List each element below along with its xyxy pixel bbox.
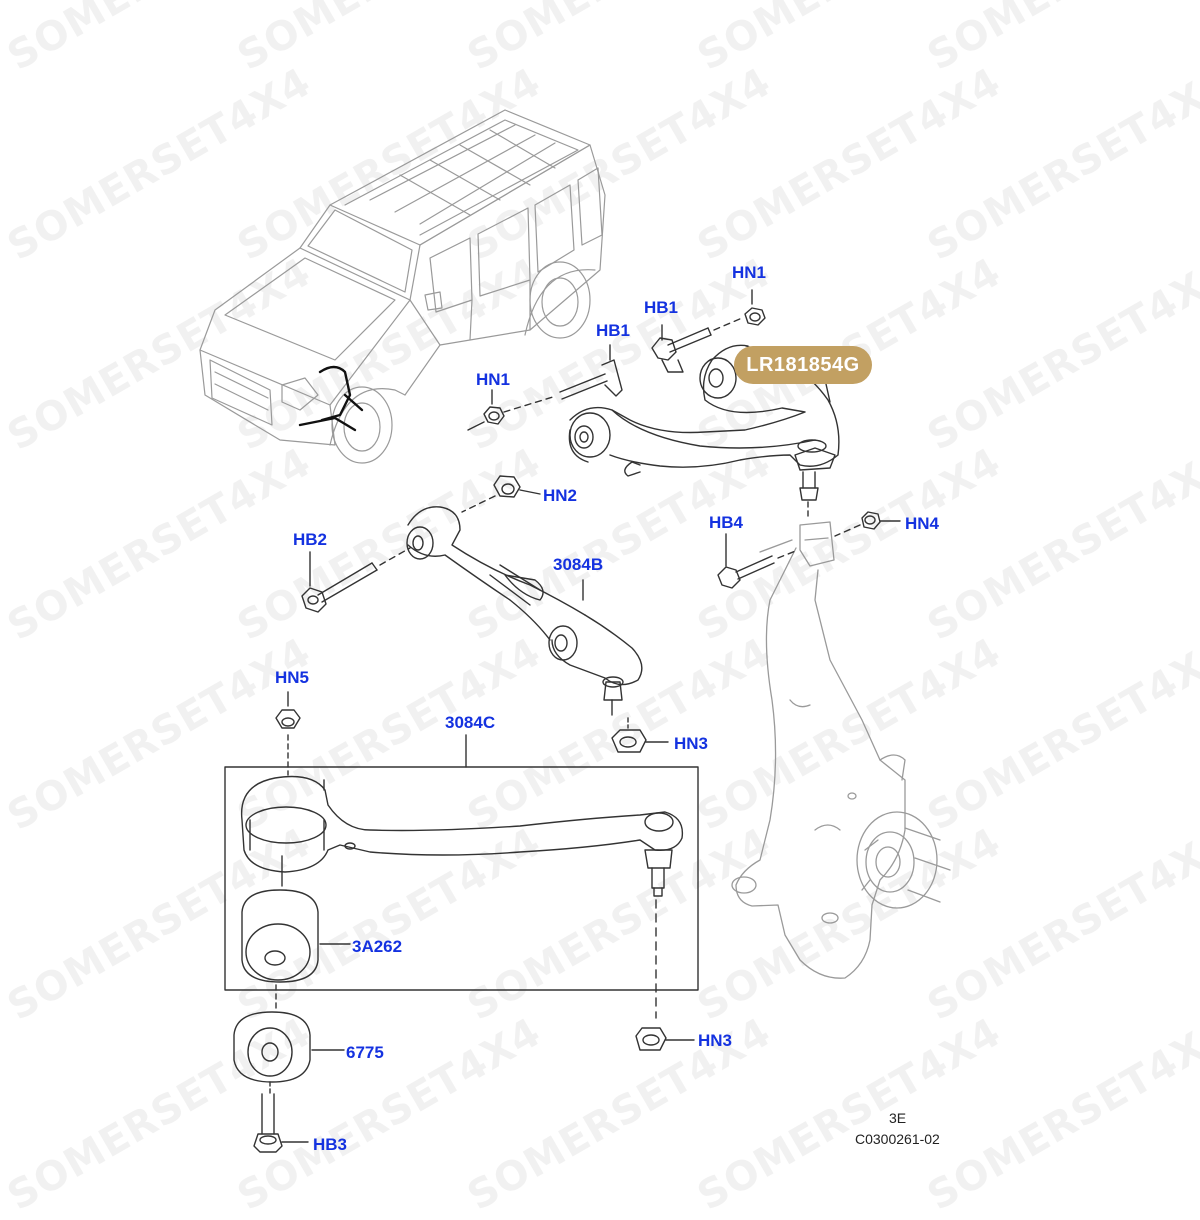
hn2-nut	[461, 475, 541, 513]
hn3-bottom-nut	[635, 1027, 695, 1051]
hn1-mid-nut	[467, 389, 557, 431]
hn5-nut	[275, 691, 301, 776]
hb4-bolt	[717, 533, 799, 589]
callout-hb2[interactable]: HB2	[293, 530, 328, 549]
front-lower-arm	[406, 506, 643, 716]
hb1-mid-bolt	[559, 344, 623, 400]
callout-hn3-mid[interactable]: HN3	[674, 734, 709, 753]
part-number-badge[interactable]: LR181854G	[734, 346, 872, 384]
hn1-top-nut	[744, 289, 766, 326]
hb1-top-bolt	[651, 317, 743, 373]
callout-hn1-mid[interactable]: HN1	[476, 370, 511, 389]
hb2-bolt	[301, 547, 411, 613]
hn4-nut	[834, 511, 901, 537]
assembly-box-3084c	[224, 766, 699, 991]
callout-3084c[interactable]: 3084C	[445, 713, 496, 732]
callout-hb4[interactable]: HB4	[709, 513, 744, 532]
callout-6775[interactable]: 6775	[346, 1043, 384, 1062]
upper-control-arm	[568, 344, 840, 521]
callout-hb3[interactable]: HB3	[313, 1135, 348, 1154]
callout-3a262[interactable]: 3A262	[352, 937, 403, 956]
vehicle-suspension-highlight	[298, 365, 364, 432]
callout-hb1-mid[interactable]: HB1	[596, 321, 631, 340]
callout-hn2[interactable]: HN2	[543, 486, 578, 505]
callout-3084b[interactable]: 3084B	[553, 555, 604, 574]
vehicle-illustration	[199, 109, 606, 464]
diagram-reference: C0300261-02	[855, 1131, 940, 1147]
rear-lower-arm	[240, 775, 684, 1019]
callout-hn4[interactable]: HN4	[905, 514, 940, 533]
callout-hb1-top[interactable]: HB1	[644, 298, 679, 317]
callout-hn3-bottom[interactable]: HN3	[698, 1031, 733, 1050]
bushing-3a262	[241, 889, 351, 1013]
callout-hn5[interactable]: HN5	[275, 668, 310, 687]
bushing-6775	[233, 1011, 345, 1095]
hn3-mid-nut	[611, 717, 669, 753]
callout-hn1-top[interactable]: HN1	[732, 263, 767, 282]
steering-knuckle	[731, 521, 951, 979]
hb3-bolt	[253, 1093, 309, 1153]
diagram-code: 3E	[889, 1110, 907, 1126]
